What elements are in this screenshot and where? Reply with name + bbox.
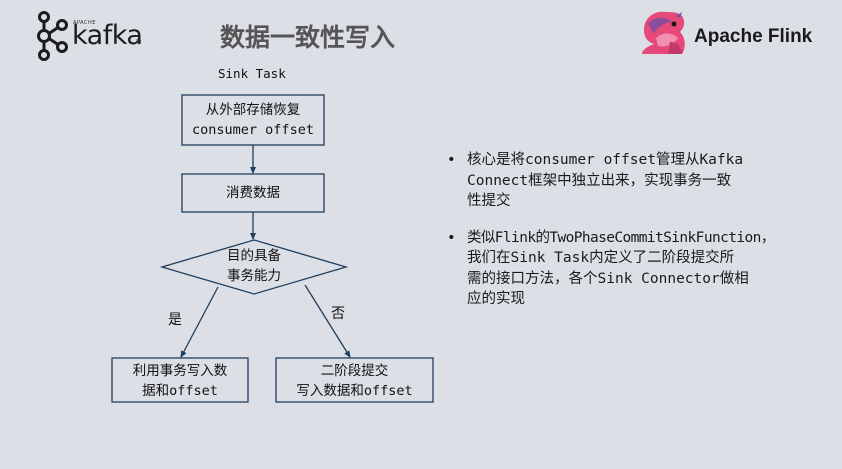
- transaction-decision-diamond: [159, 239, 349, 295]
- bullet-dot: •: [447, 152, 456, 168]
- bullet-line: 我们在Sink Task内定义了二阶段提交所: [467, 250, 735, 266]
- bullet-line: 性提交: [467, 193, 511, 209]
- kafka-apache-text: APACHE: [73, 20, 96, 26]
- bullet-line: 核心是将consumer offset管理从Kafka: [467, 152, 744, 168]
- kafka-registered-mark: ®: [135, 38, 142, 46]
- decision-line1: 目的具备: [227, 248, 281, 264]
- bullet-line: 应的实现: [467, 291, 525, 307]
- no-label: 否: [331, 306, 345, 322]
- kafka-logo-icon: [37, 11, 68, 61]
- sink-task-label: Sink Task: [218, 66, 286, 81]
- arrow-yes-branch: [180, 286, 219, 358]
- flink-logo: Apache Flink: [636, 8, 836, 58]
- bullet-line: 类似Flink的TwoPhaseCommitSinkFunction，: [467, 229, 775, 246]
- transactional-write-text: 利用事务写入数 据和offset: [112, 361, 248, 401]
- kafka-logo: APACHE kafka ®: [34, 10, 149, 62]
- bullet-item-offset-management: • 核心是将consumer offset管理从Kafka Connect框架中…: [445, 150, 805, 212]
- flink-squirrel-icon: [642, 11, 685, 55]
- page-title: 数据一致性写入: [220, 23, 396, 52]
- transactional-write-line1: 利用事务写入数: [132, 363, 228, 379]
- bullet-item-two-phase-commit: • 类似Flink的TwoPhaseCommitSinkFunction， 我们…: [445, 228, 805, 310]
- decision-text: 目的具备 事务能力: [194, 246, 314, 286]
- bullet-line: 需的接口方法，各个Sink Connector做相: [467, 270, 749, 287]
- bullet-line: Connect框架中独立出来，实现事务一致: [467, 172, 732, 189]
- two-phase-commit-line2: 写入数据和offset: [296, 383, 413, 399]
- recover-offset-line2: consumer offset: [192, 122, 314, 138]
- two-phase-commit-text: 二阶段提交 写入数据和offset: [276, 361, 433, 401]
- bullet-list: • 核心是将consumer offset管理从Kafka Connect框架中…: [445, 150, 805, 310]
- recover-offset-line1: 从外部存储恢复: [205, 102, 301, 118]
- bullet-dot: •: [447, 229, 456, 246]
- arrow-no-branch: [304, 284, 351, 358]
- two-phase-commit-box: [275, 357, 434, 403]
- transactional-write-box: [111, 357, 249, 403]
- recover-offset-text: 从外部存储恢复 consumer offset: [182, 100, 324, 140]
- yes-label: 是: [168, 312, 182, 328]
- kafka-wordmark: kafka: [72, 20, 143, 51]
- flink-wordmark: Apache Flink: [694, 26, 813, 47]
- two-phase-commit-line1: 二阶段提交: [320, 363, 389, 379]
- transactional-write-line2: 据和offset: [142, 383, 218, 399]
- decision-line2: 事务能力: [227, 268, 281, 284]
- consume-data-text: 消费数据: [226, 185, 280, 201]
